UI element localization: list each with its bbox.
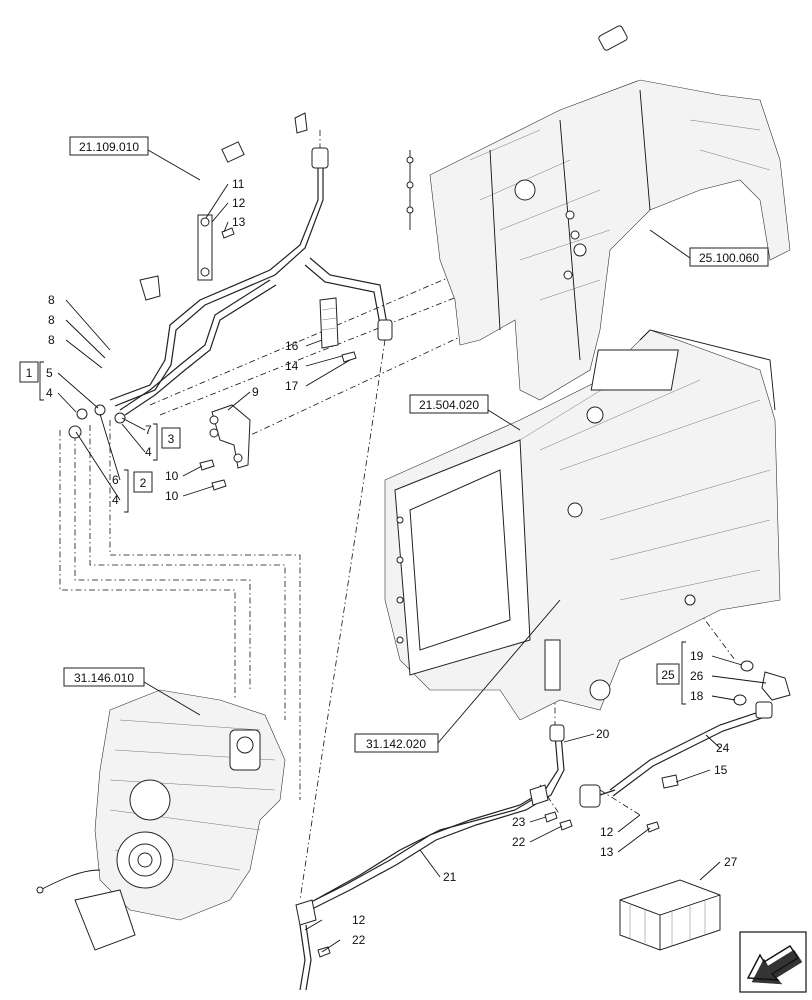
callout-numbers: 11 12 13 8 8 8 5 4 4 6 4 7 4 9 16 14 17 …: [46, 177, 738, 947]
callout-5: 5: [46, 366, 53, 380]
arrow-bottom-left-icon[interactable]: [739, 931, 807, 993]
ref-label: 31.142.020: [366, 737, 426, 751]
callout-12: 12: [600, 825, 614, 839]
callout-13: 13: [600, 845, 614, 859]
callout-8: 8: [48, 313, 55, 327]
pipe-24: [609, 701, 773, 797]
callout-12: 12: [352, 913, 366, 927]
kit-label: 3: [168, 432, 175, 446]
pto-transmission-unit: [36, 689, 286, 951]
ref-label: 21.109.010: [79, 140, 139, 154]
callout-9: 9: [252, 385, 259, 399]
callout-10: 10: [165, 489, 179, 503]
callout-10: 10: [165, 469, 179, 483]
ref-label: 25.100.060: [699, 251, 759, 265]
callout-15: 15: [714, 763, 728, 777]
callout-11: 11: [232, 177, 245, 191]
callout-6: 6: [112, 473, 119, 487]
callout-19: 19: [690, 649, 704, 663]
kit-boxes: 1 2 3 25: [19, 361, 680, 685]
callout-13: 13: [232, 215, 246, 229]
kit-label: 2: [140, 476, 147, 490]
pipe-20-21: [295, 724, 660, 991]
callout-8: 8: [48, 293, 55, 307]
callout-24: 24: [716, 741, 730, 755]
callout-22: 22: [512, 835, 526, 849]
callout-22: 22: [352, 933, 366, 947]
crate-27: [619, 879, 721, 951]
callout-8: 8: [48, 333, 55, 347]
callout-7: 7: [145, 423, 152, 437]
callout-20: 20: [596, 727, 610, 741]
callout-26: 26: [690, 669, 704, 683]
callout-17: 17: [285, 379, 299, 393]
callout-23: 23: [512, 815, 526, 829]
callout-27: 27: [724, 855, 738, 869]
kit-label: 25: [661, 668, 675, 682]
clamp-16: [319, 297, 339, 349]
callout-4: 4: [145, 445, 152, 459]
rear-frame-top: [406, 79, 791, 401]
leader-lines: [39, 149, 767, 953]
bracket-top: [197, 214, 235, 281]
upper-hydraulic-hose: [138, 25, 628, 301]
kit-label: 1: [26, 366, 33, 380]
callout-18: 18: [690, 689, 704, 703]
reference-boxes: 21.109.010 25.100.060 21.504.020 31.146.…: [63, 136, 769, 753]
transmission-housing: [384, 329, 781, 721]
ref-label: 31.146.010: [74, 671, 134, 685]
ref-label: 21.504.020: [419, 398, 479, 412]
callout-12: 12: [232, 196, 246, 210]
callout-4: 4: [46, 386, 53, 400]
fittings-25: [733, 660, 791, 706]
bracket-9: [209, 404, 251, 469]
callout-14: 14: [285, 359, 299, 373]
callout-16: 16: [285, 339, 299, 353]
callout-4: 4: [112, 493, 119, 507]
steel-pipe-bundle: [68, 147, 393, 439]
callout-21: 21: [443, 870, 457, 884]
